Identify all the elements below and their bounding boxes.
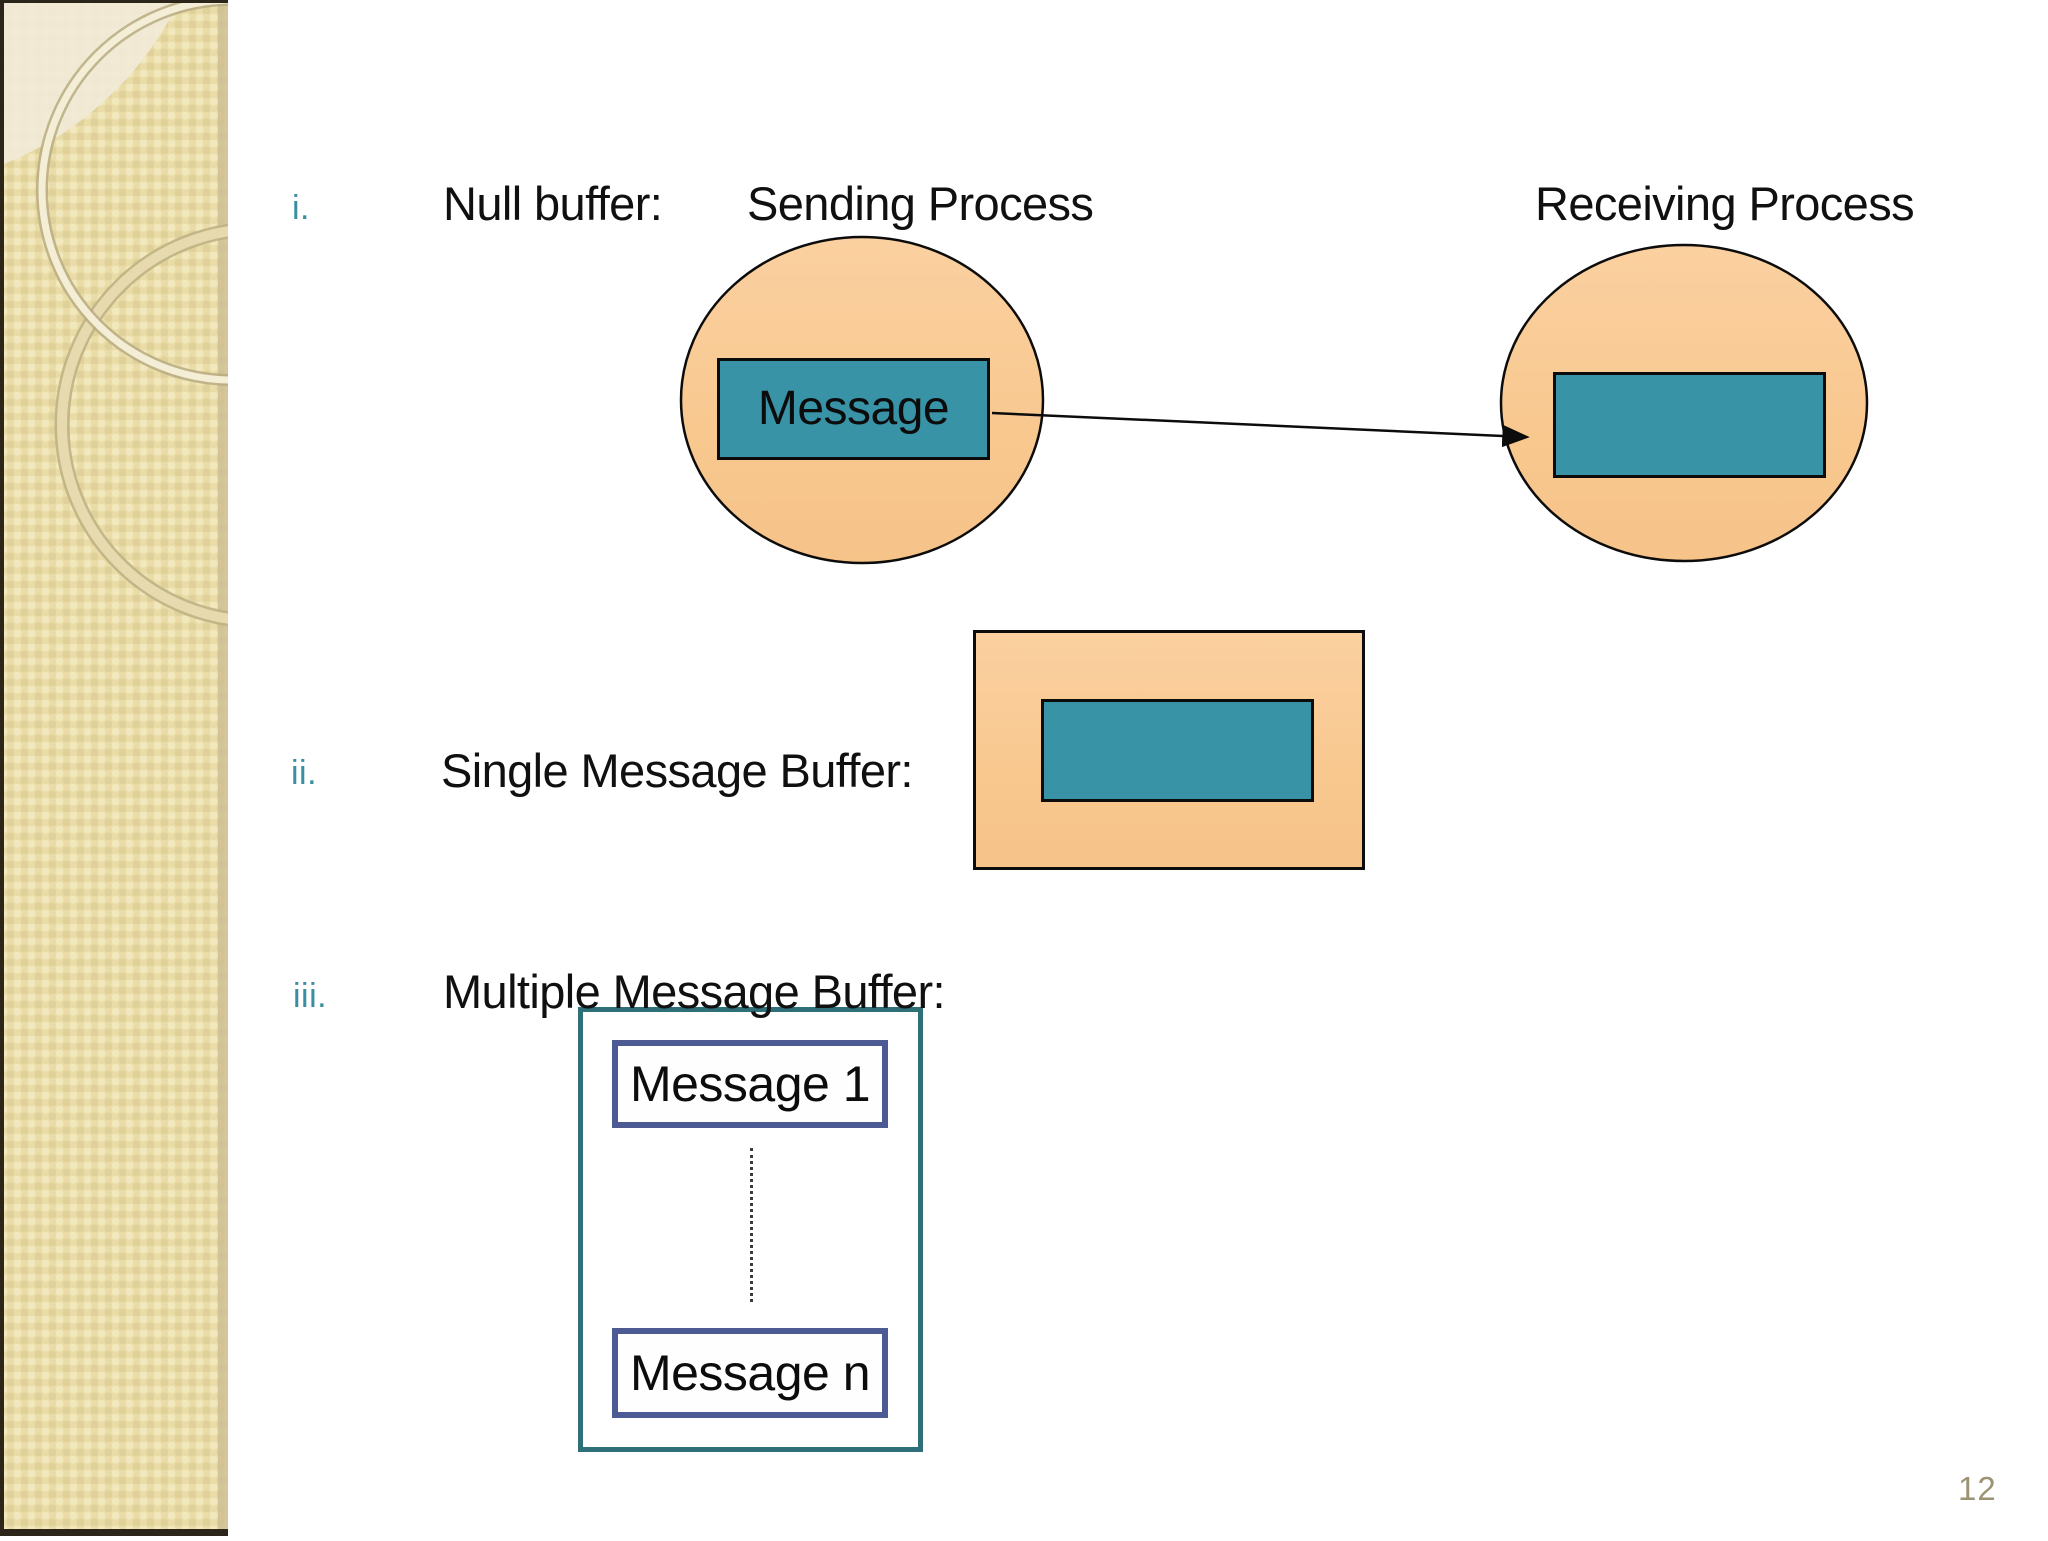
list-marker-iii: iii. (293, 977, 328, 1015)
message-label: Message (757, 382, 950, 435)
message-1-box: Message 1 (612, 1040, 888, 1128)
sidebar-decoration (0, 0, 228, 1536)
slide-edge-left (0, 0, 4, 1536)
receiver-message-box (1553, 372, 1826, 478)
sender-message-box: Message (717, 358, 990, 460)
null-buffer-label: Null buffer: (443, 177, 663, 230)
single-buffer-outer-box (973, 630, 1365, 870)
sidebar-edge-strip (218, 0, 228, 1536)
decorative-ring-large (54, 223, 228, 627)
multiple-message-buffer-label: Multiple Message Buffer: (443, 965, 946, 1018)
multiple-buffer-outer-box: Message 1 Message n (578, 1007, 923, 1452)
list-marker-i: i. (292, 189, 310, 227)
list-marker-ii: ii. (291, 754, 318, 792)
message-1-label: Message 1 (629, 1056, 871, 1112)
slide-edge-bottom (0, 1529, 228, 1536)
sidebar-texture (0, 0, 228, 1536)
sidebar-art (0, 0, 228, 1536)
sending-process-title: Sending Process (747, 177, 1094, 230)
single-buffer-message-box (1041, 699, 1314, 802)
message-n-box: Message n (612, 1328, 888, 1418)
message-n-label: Message n (629, 1345, 871, 1401)
single-message-buffer-label: Single Message Buffer: (441, 744, 913, 797)
decorative-ring-thin (36, 0, 228, 386)
ellipsis-dotted-line (750, 1148, 753, 1302)
decorative-blob (0, 0, 180, 166)
receiving-process-title: Receiving Process (1535, 177, 1915, 230)
page-number: 12 (1958, 1470, 1997, 1507)
slide-edge-top (0, 0, 228, 3)
message-transfer-arrow (991, 411, 1530, 448)
